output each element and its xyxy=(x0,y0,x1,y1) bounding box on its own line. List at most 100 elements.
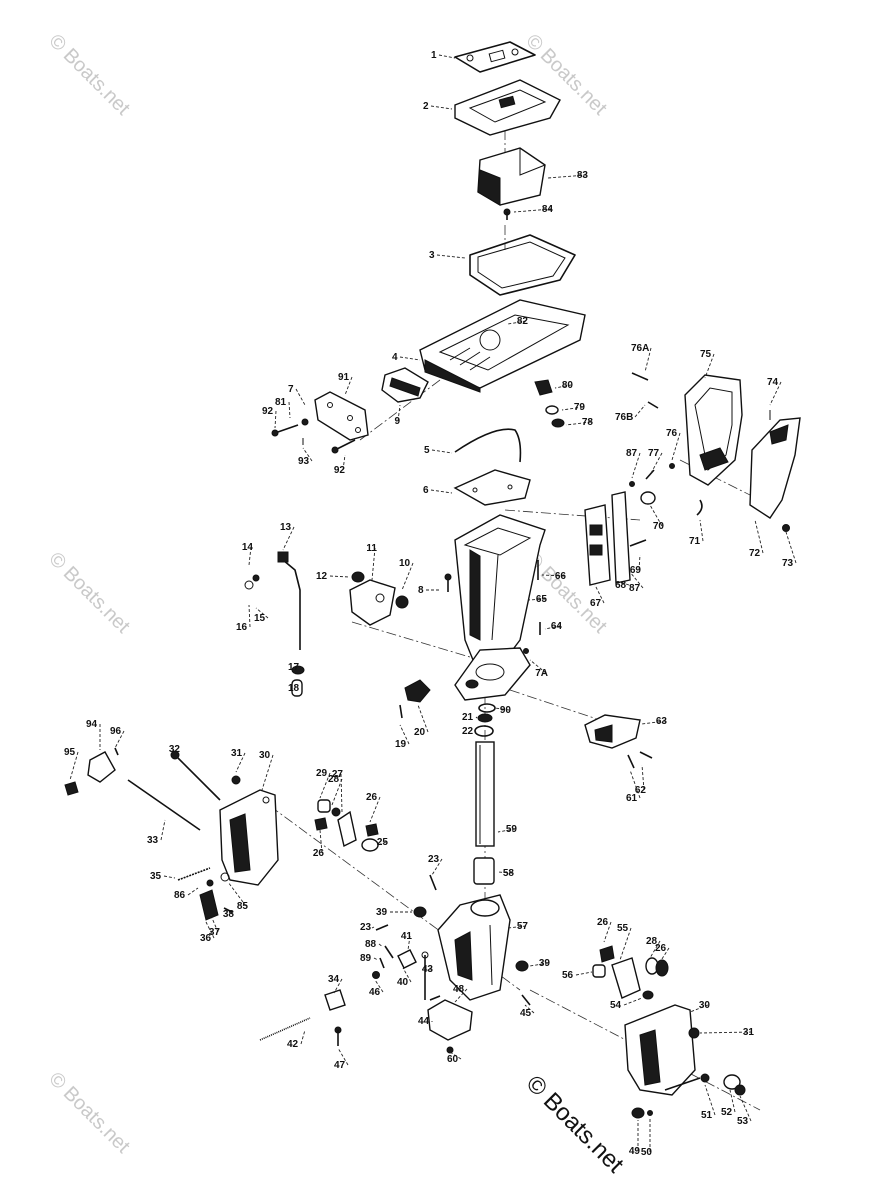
part-number-label: 39 xyxy=(539,958,551,969)
part-number-label: 76 xyxy=(666,428,678,439)
part-number-label: 80 xyxy=(562,380,574,391)
leader-line xyxy=(288,401,291,419)
watermark-mid-left: © Boats.net xyxy=(44,548,134,638)
part-number-label: 48 xyxy=(453,984,465,995)
part-number-label: 85 xyxy=(237,901,249,912)
part-number-label: 72 xyxy=(749,548,761,559)
leader-line xyxy=(497,871,513,874)
part-number-label: 23 xyxy=(360,922,372,933)
part-65-driveshaft-housing xyxy=(454,514,546,666)
leader-line xyxy=(430,105,453,110)
part-number-label: 14 xyxy=(242,542,254,553)
part-number-label: 49 xyxy=(629,1146,641,1157)
part-83-block xyxy=(477,147,546,206)
part-number-label: 91 xyxy=(338,372,350,383)
leader-line xyxy=(729,1089,736,1113)
part-number-label: 78 xyxy=(582,417,594,428)
leader-line xyxy=(407,935,411,951)
part-number-label: 86 xyxy=(174,890,186,901)
part-63-bracket xyxy=(584,714,653,769)
part-number-label: 31 xyxy=(231,748,243,759)
part-number-label: 38 xyxy=(223,909,235,920)
leader-line xyxy=(594,584,605,604)
part-number-label: 7 xyxy=(288,384,294,395)
part-number-label: 82 xyxy=(517,316,529,327)
leader-line xyxy=(371,926,375,929)
part-20-mount xyxy=(399,679,431,719)
leader-line xyxy=(374,979,384,993)
leader-line xyxy=(641,764,645,791)
part-number-label: 2 xyxy=(423,101,429,112)
leader-line xyxy=(274,410,277,429)
part-small-screws-left xyxy=(271,418,356,454)
part-number-label: 11 xyxy=(366,543,377,554)
part-number-label: 12 xyxy=(316,571,328,582)
leader-line xyxy=(631,452,641,479)
part-number-label: 9 xyxy=(394,416,400,427)
part-number-label: 66 xyxy=(555,571,567,582)
part-33-rod xyxy=(127,779,201,831)
part-left-screws xyxy=(177,867,233,921)
part-number-label: 62 xyxy=(635,785,647,796)
part-washers-90-21-22 xyxy=(474,703,496,737)
leader-line xyxy=(507,925,527,929)
part-number-label: 42 xyxy=(287,1039,299,1050)
part-swivel-small-parts xyxy=(372,874,437,1000)
part-number-label: 46 xyxy=(369,987,381,998)
part-gasket-top xyxy=(454,41,536,73)
part-number-label: 89 xyxy=(360,953,372,964)
part-number-label: 7A xyxy=(535,668,548,679)
part-screws-76 xyxy=(631,372,675,469)
leader-line xyxy=(295,388,306,406)
part-number-label: 64 xyxy=(551,621,563,632)
leader-line xyxy=(300,1029,306,1045)
part-number-label: 73 xyxy=(782,558,794,569)
part-right-bottom-fasteners xyxy=(631,1073,746,1119)
part-number-label: 63 xyxy=(656,716,668,727)
part-number-label: 88 xyxy=(365,939,377,950)
leader-line xyxy=(704,353,715,379)
leader-line xyxy=(529,962,549,967)
part-fitting-80-79-78 xyxy=(534,379,565,428)
leader-line xyxy=(342,454,346,471)
leader-line xyxy=(754,519,764,554)
copyright-notice: © Boats.net xyxy=(521,1070,629,1178)
part-number-label: 26 xyxy=(366,792,378,803)
part-number-label: 57 xyxy=(517,921,529,932)
part-number-label: 27 xyxy=(332,769,344,780)
part-number-label: 87 xyxy=(629,583,641,594)
leader-line xyxy=(454,988,468,1003)
leader-line xyxy=(227,881,247,907)
part-number-label: 25 xyxy=(377,837,389,848)
leader-line xyxy=(224,909,233,915)
part-59-tube xyxy=(475,741,495,847)
part-number-label: 29 xyxy=(316,768,328,779)
part-number-label: 75 xyxy=(700,349,712,360)
part-number-label: 26 xyxy=(313,848,325,859)
leader-line xyxy=(527,598,546,601)
part-number-label: 93 xyxy=(298,456,310,467)
part-number-label: 21 xyxy=(462,712,474,723)
part-number-label: 54 xyxy=(610,1000,622,1011)
part-number-label: 10 xyxy=(399,558,411,569)
leader-line xyxy=(329,575,351,578)
part-number-label: 90 xyxy=(500,705,512,716)
leader-line xyxy=(319,829,323,854)
leader-line xyxy=(554,384,572,389)
part-number-label: 26 xyxy=(597,917,609,928)
part-number-label: 22 xyxy=(462,726,474,737)
part-30-clamp-left xyxy=(219,775,279,886)
part-75-cover xyxy=(684,374,743,486)
part-number-label: 35 xyxy=(150,871,162,882)
leader-line xyxy=(565,421,592,426)
leader-line xyxy=(529,659,547,674)
leader-line xyxy=(248,604,251,628)
part-84-screw xyxy=(503,208,511,220)
leader-line xyxy=(248,546,252,566)
part-number-label: 31 xyxy=(743,1027,755,1038)
part-6-gasket xyxy=(453,469,531,506)
leader-line xyxy=(302,447,313,462)
part-number-label: 79 xyxy=(574,402,586,413)
leader-line xyxy=(340,773,343,813)
leader-line xyxy=(769,381,782,406)
